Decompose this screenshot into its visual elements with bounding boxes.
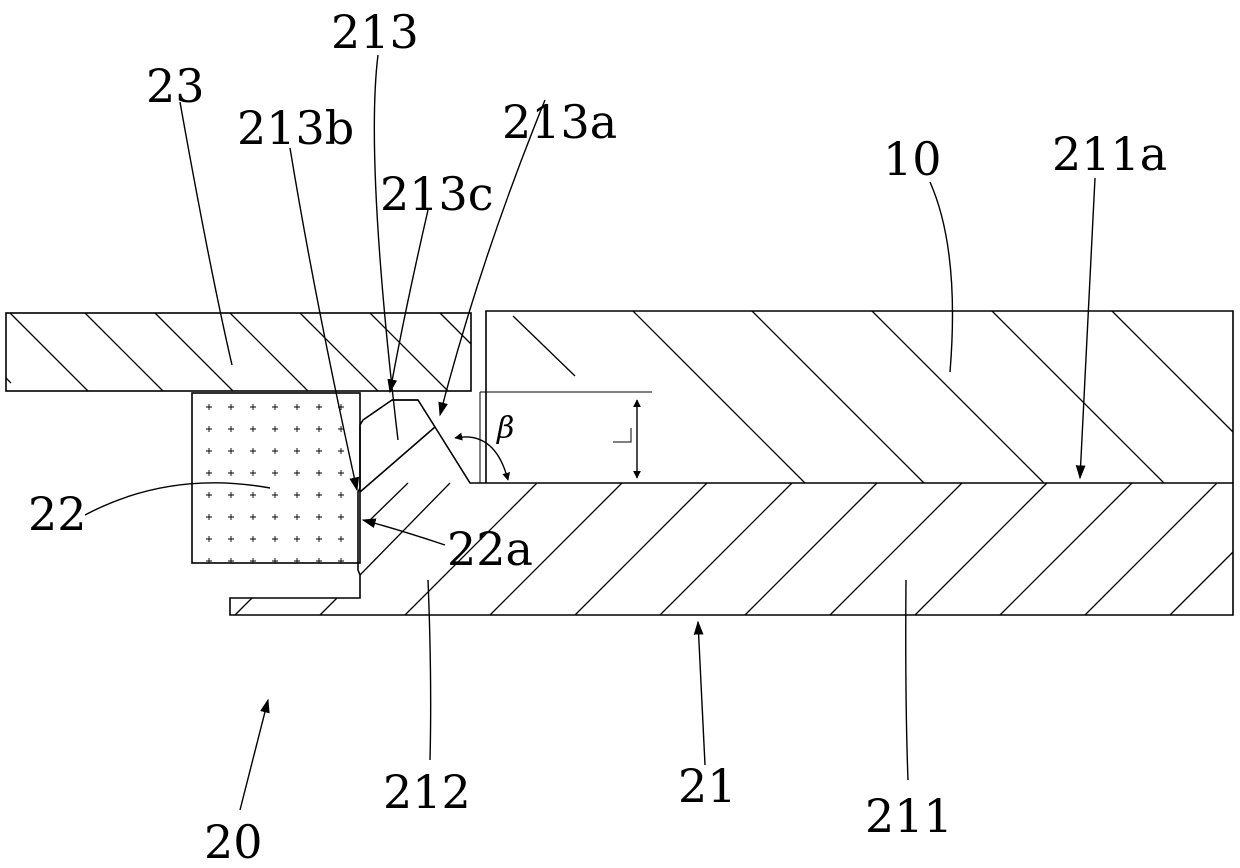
part-23-plate — [6, 313, 471, 391]
label-213a: 213a — [502, 95, 617, 149]
label-211a: 211a — [1052, 127, 1167, 181]
label-213: 213 — [331, 5, 419, 59]
label-22a: 22a — [447, 522, 533, 576]
label-213c: 213c — [380, 167, 494, 221]
label-21: 21 — [678, 759, 737, 813]
label-10: 10 — [883, 132, 942, 186]
label-23: 23 — [146, 59, 205, 113]
label-22: 22 — [28, 487, 87, 541]
label-212: 212 — [383, 765, 471, 819]
label-beta: β — [496, 411, 514, 446]
dimension-lines — [455, 392, 652, 483]
part-10-plate — [486, 311, 1233, 483]
label-211: 211 — [865, 789, 953, 843]
label-213b: 213b — [237, 101, 354, 155]
part-22-block — [192, 393, 360, 563]
label-20: 20 — [204, 815, 263, 868]
